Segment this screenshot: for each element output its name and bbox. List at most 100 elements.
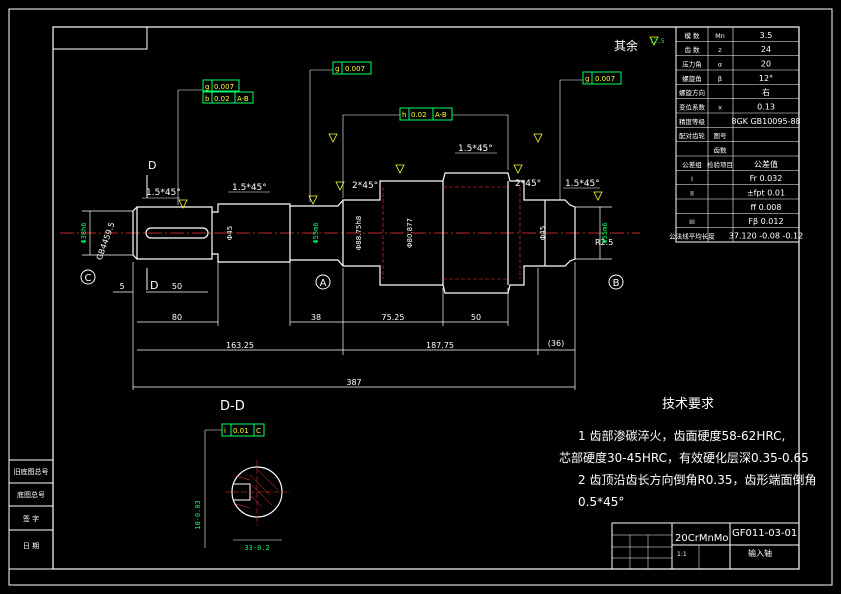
param-cell: Mn: [715, 32, 725, 40]
param-cell: 检验项目: [707, 160, 733, 169]
dim-left-section: 163.25: [226, 341, 254, 350]
chamfer-2: 1.5*45°: [232, 183, 267, 193]
left-label-strip: 旧底图总号 底图总号 签 字 日 期: [8, 459, 54, 570]
param-cell: 模 数: [684, 31, 700, 40]
tol4-sym: h: [402, 111, 406, 119]
param-cell: 24: [761, 45, 771, 54]
label-date: 日 期: [23, 542, 39, 550]
tol1-sym: g: [205, 83, 209, 91]
tech-title: 技术要求: [662, 397, 714, 412]
param-cell: 右: [762, 87, 770, 97]
chamfer-6: 1.5*45°: [565, 179, 600, 189]
tol5-val: 0.007: [595, 75, 615, 83]
section-tol-val: 0.01: [233, 427, 249, 435]
param-cell: III: [689, 218, 695, 226]
roughness-other-label: 其余: [614, 38, 638, 53]
section-d-top: D: [148, 159, 156, 172]
inner-frame: [52, 26, 800, 570]
param-cell: ±fpt 0.01: [747, 188, 785, 197]
title-part-name: 输入轴: [748, 548, 772, 558]
title-material: 20CrMnMo: [675, 533, 729, 544]
chamfer-1: 1.5*45°: [146, 188, 181, 198]
dim-dia-right: Φ55m6: [601, 222, 609, 243]
tech-line-2: 芯部硬度30-45HRC，有效硬化层深0.35-0.65: [559, 450, 809, 465]
chamfer-5: 2*45°: [515, 179, 541, 189]
label-total: 底图总号: [17, 490, 45, 499]
dim-dia-left: Φ38h6: [80, 222, 88, 243]
roughness-other-value: 12.5: [650, 38, 665, 45]
tolerance-frames: g 0.007 b 0.02 A-B g 0.007 h 0.02 A-B g …: [177, 61, 622, 205]
param-cell: z: [718, 46, 722, 54]
top-left-box: [52, 26, 148, 50]
tol4-val: 0.02: [411, 111, 427, 119]
param-cell: 配对齿轮: [679, 131, 706, 140]
param-cell: Fβ 0.012: [748, 217, 783, 226]
dim-dia-gear: Φ88.75h8: [355, 216, 363, 250]
param-cell: x: [718, 103, 722, 111]
label-old-total: 旧底图总号: [14, 467, 49, 476]
param-cell: 37.120 -0.08 -0.12: [729, 231, 803, 240]
section-depth-dim: 33-0.2: [244, 544, 269, 552]
dimension-lines: [82, 206, 612, 390]
tol2-sym: b: [205, 95, 210, 103]
param-cell: 精度等级: [679, 117, 706, 126]
dim-offset: 5: [119, 282, 124, 291]
param-cell: ff 0.008: [751, 203, 782, 212]
datum-a: A: [320, 278, 327, 289]
title-scale: 1:1: [677, 551, 687, 558]
section-d-bottom: D: [150, 279, 158, 292]
tech-line-4: 0.5*45°: [578, 495, 624, 509]
chamfer-4: 1.5*45°: [458, 144, 493, 154]
param-cell: I: [691, 175, 693, 183]
tol4-ref: A-B: [435, 111, 447, 119]
param-cell: 图号: [714, 132, 728, 140]
param-cell: β: [718, 75, 722, 83]
dimension-labels: 387 163.25 187.75 (36) 80 38 75.25 50 50…: [80, 216, 613, 387]
dim-r-end: R2.5: [595, 238, 613, 247]
param-cell: 螺旋方向: [679, 88, 705, 97]
chamfer-labels: 1.5*45° 1.5*45° 2*45° 1.5*45° 2*45° 1.5*…: [142, 144, 600, 199]
section-view-label: D-D: [220, 399, 245, 414]
roughness-symbols: [178, 36, 659, 209]
section-tol-ref: C: [256, 427, 261, 435]
param-cell: α: [718, 60, 722, 68]
param-cell: 压力角: [682, 59, 702, 68]
outer-frame: [8, 8, 833, 586]
dim-right-section: 187.75: [426, 341, 454, 350]
dim-dia-bearing-a: Φ55m6: [312, 222, 320, 243]
tol3-val: 0.007: [345, 65, 365, 73]
chamfer-3: 2*45°: [352, 181, 378, 191]
tol5-sym: g: [585, 75, 589, 83]
dim-dia-gear2: Φ80.877: [406, 218, 414, 248]
param-cell: 公差组: [682, 160, 702, 169]
dim-dia-shoulder: Φ45: [539, 226, 547, 240]
tech-requirements: 技术要求 1 齿部渗碳淬火，齿面硬度58-62HRC, 芯部硬度30-45HRC…: [559, 397, 817, 509]
title-block: 20CrMnMo GF011-03-01 输入轴 1:1: [611, 522, 800, 570]
param-cell: 齿数: [714, 145, 728, 154]
dim-50: 50: [471, 313, 481, 322]
param-cell: 螺旋角: [682, 74, 702, 83]
tol2-ref: A-B: [237, 95, 249, 103]
dim-38: 38: [311, 313, 321, 322]
datum-b: B: [613, 278, 620, 289]
tech-line-1: 1 齿部渗碳淬火，齿面硬度58-62HRC,: [578, 428, 785, 443]
dim-right-end: (36): [548, 339, 564, 348]
param-cell: 0.13: [757, 102, 775, 111]
param-cell: Fr 0.032: [750, 174, 783, 183]
dim-75: 75.25: [382, 313, 405, 322]
tol1-val: 0.007: [214, 83, 234, 91]
param-cell: 公法线平均长度: [669, 231, 715, 240]
param-cell: 齿 数: [684, 45, 700, 54]
dim-overall: 387: [346, 378, 361, 387]
param-cell: 12°: [759, 74, 773, 83]
label-sign: 签 字: [23, 514, 39, 523]
datum-markers: C A B D D: [80, 159, 624, 292]
param-cell: 8GK GB10095-88: [731, 117, 800, 126]
title-drawing-no: GF011-03-01: [732, 528, 797, 539]
section-width-dim: 10-0.03: [194, 500, 202, 530]
datum-c: C: [85, 273, 92, 284]
dim-dia-mid: Φ45: [226, 226, 234, 240]
param-cell: II: [690, 189, 694, 197]
